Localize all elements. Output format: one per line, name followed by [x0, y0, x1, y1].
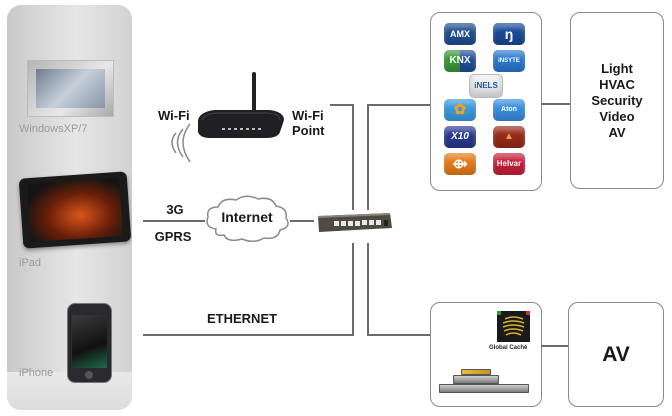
wifi-point-line-top: [330, 104, 353, 106]
wifi-signal-icon: [171, 123, 191, 163]
global-cache-logo: [497, 311, 530, 342]
windows-touchpanel-image: [27, 60, 114, 117]
av-label: AV: [602, 342, 630, 366]
inels-logo: iNELS: [469, 74, 503, 98]
client-devices-panel: WindowsXP/7 iPad iPhone: [7, 5, 132, 410]
ethernet-line: [143, 334, 354, 336]
system-hvac: HVAC: [599, 76, 635, 92]
aton-logo: Aton: [493, 99, 525, 121]
av-box: AV: [568, 302, 664, 407]
windows-label: WindowsXP/7: [19, 123, 88, 135]
iphone-image: [67, 303, 112, 383]
x10-logo: X10: [444, 126, 476, 148]
internet-label: Internet: [221, 209, 273, 225]
mobile-link-line: [143, 220, 205, 222]
ipad-image: [18, 171, 132, 249]
wifi-router-icon: [198, 72, 284, 138]
gc-device-2: [453, 375, 499, 384]
switch-logo-line-up: [367, 104, 369, 210]
system-av: AV: [608, 124, 626, 140]
switch-logo-line-top: [367, 104, 430, 106]
ethernet-label: ETHERNET: [207, 311, 278, 326]
global-cache-box: Global Caché: [430, 302, 542, 407]
gprs-label: GPRS: [154, 229, 192, 244]
roof-logo: ▲: [493, 126, 525, 148]
switch-gc-line-down: [367, 243, 369, 336]
network-switch-icon: [318, 213, 392, 232]
gc-device-3: [439, 384, 529, 393]
3g-label: 3G: [166, 202, 184, 217]
systems-box: Light HVAC Security Video AV: [570, 12, 664, 189]
systems-list: Light HVAC Security Video AV: [591, 61, 642, 141]
gc-av-line: [541, 345, 568, 347]
automation-protocols-box: AMX ŋ KNX INSYTE iNELS ✿ Aton X10 ▲ ⟴ He…: [430, 12, 542, 191]
ipad-label: iPad: [19, 257, 42, 269]
internet-switch-line: [290, 220, 314, 222]
iphone-label: iPhone: [19, 367, 54, 379]
amx-logo: AMX: [444, 23, 476, 45]
orange-logo: ⟴: [444, 153, 476, 175]
wifi-point-label: Wi-Fi Point: [292, 108, 325, 138]
ethernet-line-down: [352, 243, 354, 336]
flower-logo: ✿: [444, 99, 476, 121]
insyte-logo: INSYTE: [493, 50, 525, 72]
global-cache-caption: Global Caché: [489, 345, 528, 351]
system-security: Security: [591, 92, 643, 108]
helvar-logo: Helvar: [493, 153, 525, 175]
knx-logo: KNX: [444, 50, 476, 72]
internet-cloud-icon: [206, 195, 289, 242]
wifi-point-line-down: [352, 104, 354, 210]
brand-d-logo: ŋ: [493, 23, 525, 45]
system-light: Light: [601, 60, 633, 76]
wifi-label: Wi-Fi: [158, 108, 190, 123]
protocols-systems-line: [541, 103, 570, 105]
system-video: Video: [599, 108, 635, 124]
gc-device-1: [461, 369, 491, 375]
switch-gc-line: [367, 334, 430, 336]
